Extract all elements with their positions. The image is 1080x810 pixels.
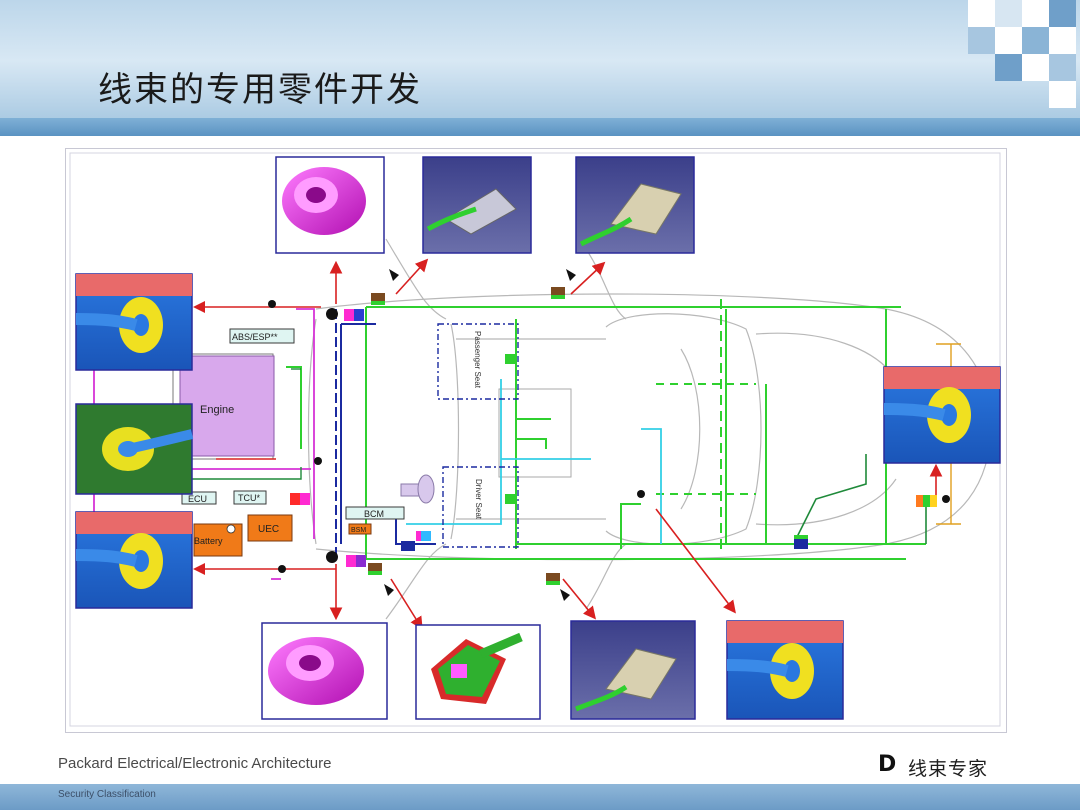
harness-layout-svg: Engine ABS/ESP** ECU TCU* Battery UEC BC… <box>69 152 1001 727</box>
callout-arrows <box>329 258 943 630</box>
wiring-harness-diagram: Engine ABS/ESP** ECU TCU* Battery UEC BC… <box>65 148 1007 733</box>
slide-title: 线束的专用零件开发 <box>98 70 422 110</box>
watermark-text: 线束专家 <box>908 758 989 780</box>
connector-markers <box>268 269 950 601</box>
part-image-connector-top-2 <box>575 156 695 254</box>
module-tcu: TCU* <box>233 490 267 505</box>
module-abs-label: ABS/ESP** <box>232 332 278 342</box>
module-battery-label: Battery <box>194 536 223 546</box>
footer-bar: Security Classification <box>0 784 1080 810</box>
part-image-boot-bottom <box>415 624 541 720</box>
footer-architecture-text: Packard Electrical/Electronic Architectu… <box>58 755 332 772</box>
harness-cyan <box>406 379 662 544</box>
module-abs: ABS/ESP** <box>229 328 295 344</box>
module-tcu-label: TCU* <box>238 493 260 503</box>
module-ecu: ECU <box>181 491 217 505</box>
main-harness-green <box>286 299 926 560</box>
part-image-connector-bottom <box>570 620 696 720</box>
corner-squares-decoration <box>968 0 1080 108</box>
module-uec: UEC <box>247 514 293 542</box>
part-image-grommet-top <box>275 156 385 254</box>
logo-letter: D <box>878 752 897 777</box>
module-ecu-label: ECU <box>188 494 207 504</box>
part-image-grommet-left-3 <box>75 511 193 609</box>
part-image-connector-top-1 <box>422 156 532 254</box>
seat-driver: Driver Seat <box>474 479 483 520</box>
part-image-grommet-bottom-2 <box>726 620 844 720</box>
part-image-grommet-right <box>883 366 1001 464</box>
brand-logo: D 线束专家 <box>876 748 1066 782</box>
module-battery: Battery <box>193 523 243 557</box>
seat-passenger-label: Passenger Seat <box>473 331 482 389</box>
module-bcm: BCM <box>345 506 405 520</box>
module-uec-label: UEC <box>258 524 279 535</box>
seat-passenger: Passenger Seat <box>473 331 482 389</box>
seat-driver-label: Driver Seat <box>474 479 483 520</box>
part-image-grommet-bottom-1 <box>261 622 388 720</box>
part-image-grommet-left-1 <box>75 273 193 371</box>
center-console-box <box>498 388 572 478</box>
module-bcm-label: BCM <box>364 509 384 519</box>
slide-header: 线束的专用零件开发 <box>0 0 1080 136</box>
part-image-grommet-left-2 <box>75 403 194 495</box>
module-bsm: BSM <box>348 523 372 535</box>
module-engine-label: Engine <box>200 404 234 416</box>
harness-navy <box>335 309 519 559</box>
module-engine: Engine <box>179 355 275 457</box>
security-classification: Security Classification <box>58 789 156 800</box>
module-bsm-label: BSM <box>351 527 366 534</box>
fuse-shaft <box>400 474 435 504</box>
header-band <box>0 118 1080 136</box>
